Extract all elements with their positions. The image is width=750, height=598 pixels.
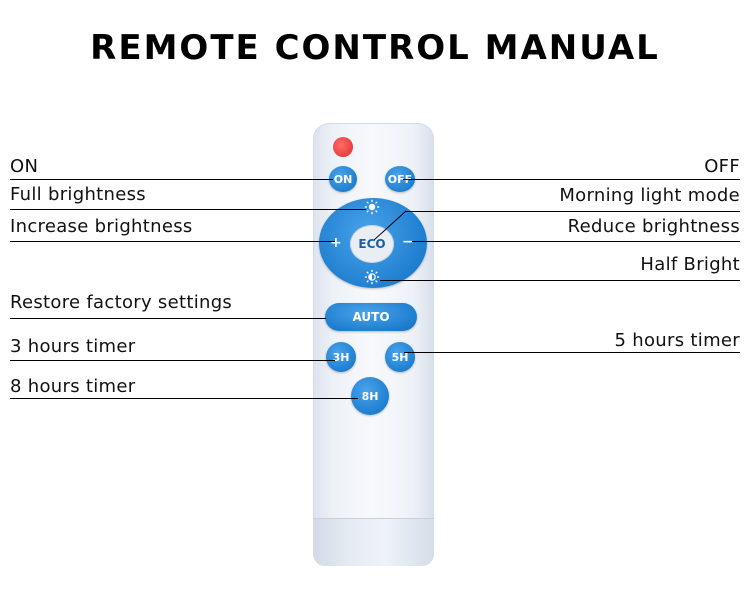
leader-line-restore <box>10 318 326 319</box>
label-half-bright: Half Bright <box>640 254 740 275</box>
label-restore-factory: Restore factory settings <box>10 292 233 313</box>
label-5h-timer: 5 hours timer <box>614 330 740 351</box>
eco-button[interactable]: ECO <box>350 225 394 263</box>
timer-3h-label: 3H <box>332 350 350 364</box>
leader-line-off <box>403 179 740 180</box>
label-off: OFF <box>704 156 740 177</box>
plus-button[interactable]: + <box>330 235 342 251</box>
timer-5h-button[interactable]: 5H <box>385 342 415 372</box>
label-3h-timer: 3 hours timer <box>10 336 136 357</box>
on-button-label: ON <box>333 172 353 186</box>
indicator-led <box>333 137 353 157</box>
label-reduce-brightness: Reduce brightness <box>567 216 740 237</box>
sun-half-icon[interactable] <box>364 269 380 285</box>
label-8h-timer: 8 hours timer <box>10 376 136 397</box>
leader-line-on <box>10 179 333 180</box>
leader-diagonal-morning <box>373 210 407 241</box>
timer-3h-button[interactable]: 3H <box>326 342 356 372</box>
on-button[interactable]: ON <box>329 166 357 192</box>
leader-line-8h <box>10 398 358 399</box>
minus-button[interactable]: − <box>402 234 414 250</box>
leader-line-half <box>380 280 740 281</box>
leader-line-3h <box>10 360 335 361</box>
leader-line-full-brightness <box>10 209 366 210</box>
timer-5h-label: 5H <box>391 350 409 364</box>
auto-button-label: AUTO <box>352 310 390 324</box>
remote-battery-cover <box>313 518 434 566</box>
auto-button[interactable]: AUTO <box>325 303 417 331</box>
page-title: REMOTE CONTROL MANUAL <box>90 28 660 68</box>
timer-8h-button[interactable]: 8H <box>351 377 389 415</box>
leader-line-increase <box>10 241 335 242</box>
off-button-label: OFF <box>387 172 413 186</box>
sun-full-icon[interactable] <box>364 199 380 215</box>
leader-line-5h <box>404 352 740 353</box>
label-on: ON <box>10 156 39 177</box>
eco-button-label: ECO <box>358 237 386 251</box>
label-increase-brightness: Increase brightness <box>10 216 193 237</box>
leader-line-morning <box>405 211 740 212</box>
timer-8h-label: 8H <box>361 389 379 403</box>
label-full-brightness: Full brightness <box>10 184 146 205</box>
leader-line-reduce <box>412 241 740 242</box>
label-morning-light: Morning light mode <box>559 185 740 206</box>
